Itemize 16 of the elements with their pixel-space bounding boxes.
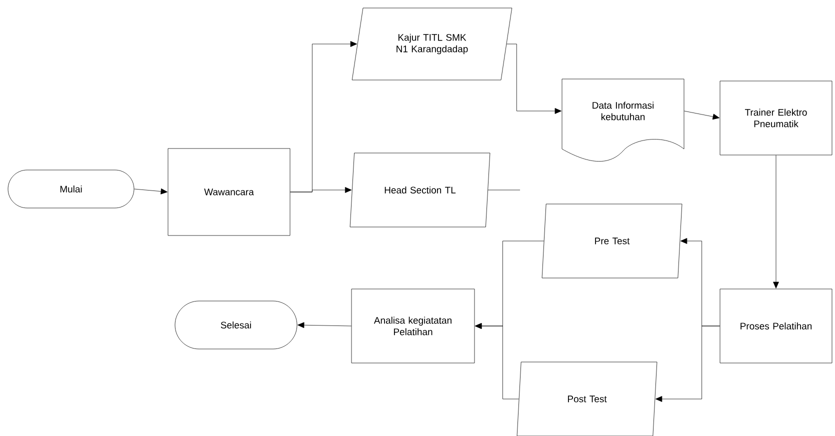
arrow: [506, 44, 562, 114]
arrow: [134, 188, 168, 194]
process-box: Analisa kegiatatan Pelatihan: [351, 288, 475, 364]
arrow: [298, 322, 352, 328]
data-parallelogram: Pre Test: [542, 204, 682, 278]
process-box: Wawancara: [168, 148, 290, 236]
arrow: [773, 155, 779, 288]
arrow: [684, 110, 720, 120]
arrow: [475, 323, 520, 400]
arrow: [655, 326, 720, 402]
arrow: [290, 187, 352, 193]
data-parallelogram: Kajur TITL SMK N1 Karangdadap: [352, 8, 512, 80]
process-box: Proses Pelatihan: [720, 288, 832, 364]
data-parallelogram: Head Section TL: [350, 152, 490, 228]
data-parallelogram: Post Test: [516, 362, 658, 436]
process-box: Trainer Elektro Pneumatik: [720, 80, 832, 156]
